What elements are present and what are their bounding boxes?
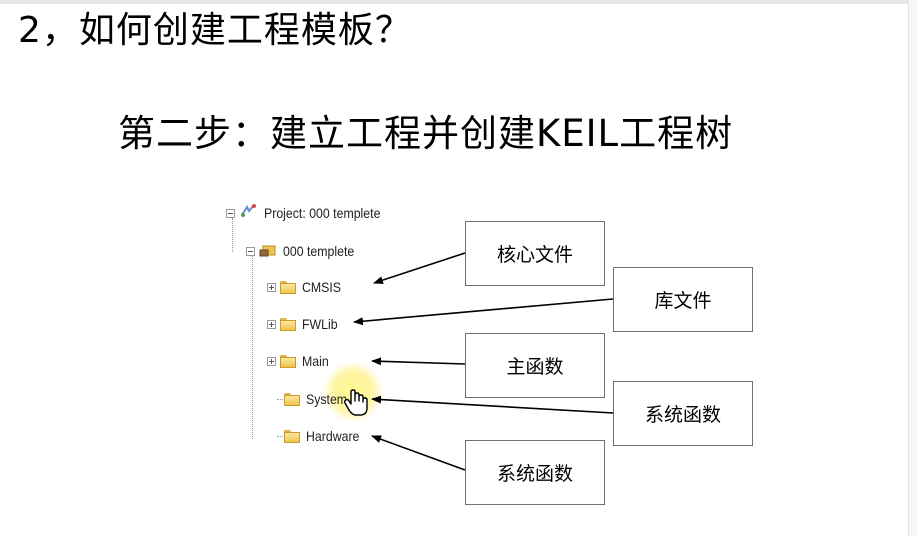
project-icon [240,203,258,223]
folder-icon [280,280,296,294]
arrow-to-hardware [371,435,466,471]
group-label: Hardware [306,428,360,444]
callout-main-function: 主函数 [465,333,605,398]
tree-group-main[interactable]: Main [267,349,332,373]
tree-line [232,218,233,252]
project-label: Project: 000 templete [264,205,381,221]
scrollbar-gutter[interactable] [908,0,917,536]
callout-library-files: 库文件 [613,267,753,332]
tree-node-target[interactable]: 000 templete [246,239,364,263]
tree-line [252,256,253,439]
target-label: 000 templete [283,243,355,259]
folder-icon [280,317,296,331]
page-title: 2，如何创建工程模板？ [18,10,412,51]
tree-line [277,436,285,437]
arrow-to-cmsis [373,252,466,284]
tree-group-cmsis[interactable]: CMSIS [267,275,346,299]
collapse-toggle[interactable] [226,208,235,218]
target-icon [259,241,277,261]
arrow-to-main [371,357,466,366]
tree-group-system[interactable]: System [280,387,353,411]
expand-toggle[interactable] [267,282,276,292]
arrow-to-system [371,395,614,414]
group-label: Main [302,353,329,369]
tree-group-hardware[interactable]: Hardware [280,424,367,448]
folder-icon [284,392,300,406]
expand-toggle[interactable] [267,356,276,366]
tree-line [277,399,285,400]
group-label: CMSIS [302,279,342,295]
folder-icon [284,429,300,443]
callout-core-files: 核心文件 [465,221,605,286]
arrow-to-fwlib [353,298,614,326]
callout-system-function: 系统函数 [613,381,753,446]
window-top-strip [0,0,917,4]
folder-icon [280,354,296,368]
tree-node-project[interactable]: Project: 000 templete [226,201,396,225]
step-title: 第二步：建立工程并创建KEIL工程树 [118,112,734,155]
callout-system-function-2: 系统函数 [465,440,605,505]
group-label: System [306,391,348,407]
tree-group-fwlib[interactable]: FWLib [267,312,342,336]
expand-toggle[interactable] [267,319,276,329]
group-label: FWLib [302,316,338,332]
hand-cursor-icon [343,389,369,421]
collapse-toggle[interactable] [246,246,255,256]
